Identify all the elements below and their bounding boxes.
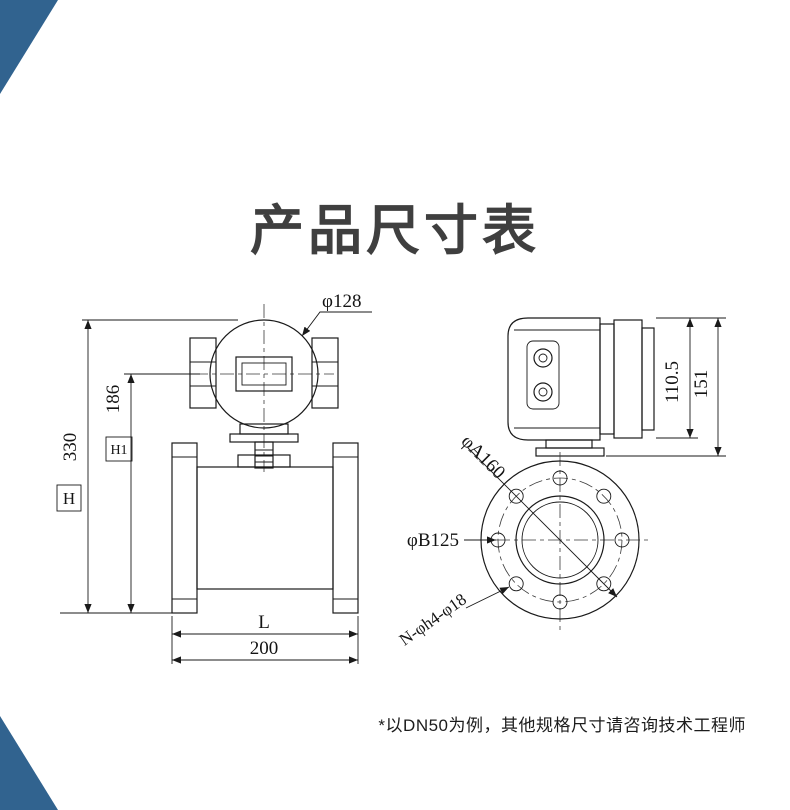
dim-body-height: 110.5 bbox=[662, 361, 683, 403]
dim-length-value: 200 bbox=[250, 638, 279, 659]
side-view: 110.5 151 φA160 φB125 N-φh4-φ18 bbox=[396, 317, 726, 650]
dim-height-h1-label: H1 bbox=[110, 443, 127, 458]
front-view: φ128 330 H 186 H1 L bbox=[56, 291, 372, 664]
dim-flange-od: φA160 bbox=[457, 431, 509, 483]
side-dimensions: 110.5 151 φA160 φB125 N-φh4-φ18 bbox=[396, 317, 726, 650]
transmitter-head bbox=[189, 319, 339, 469]
dim-height-h-label: H bbox=[63, 489, 75, 508]
dim-length-label: L bbox=[258, 612, 270, 633]
head-centerlines bbox=[194, 304, 334, 472]
dim-total-width: 151 bbox=[691, 370, 712, 399]
sensor-body bbox=[171, 442, 359, 614]
front-dimensions: φ128 330 H 186 H1 L bbox=[56, 291, 372, 664]
converter-housing bbox=[507, 317, 655, 457]
dim-height-h-value: 330 bbox=[60, 433, 81, 462]
page-title: 产品尺寸表 bbox=[250, 201, 540, 262]
footnote: *以DN50为例，其他规格尺寸请咨询技术工程师 bbox=[378, 716, 746, 735]
dim-head-diameter: φ128 bbox=[322, 291, 361, 312]
dim-bolt-holes: N-φh4-φ18 bbox=[396, 590, 470, 650]
dim-height-h1-value: 186 bbox=[103, 385, 124, 414]
dim-bolt-circle: φB125 bbox=[407, 530, 459, 551]
